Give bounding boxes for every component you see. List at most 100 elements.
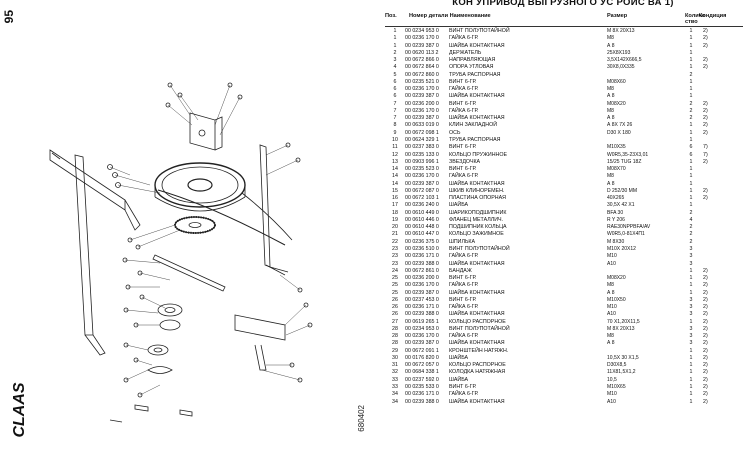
cell-pos: 6 [393,93,397,100]
parts-table: 1 00 0234 953 0 ВИНТ ПОЛУПОТАЙНОЙ М 8Х 20Х1… [385,28,750,406]
cell-part-number: 00 0239 388 0 [405,398,439,405]
cell-size: М10 [607,253,617,260]
cell-part-number: 00 0236 171 0 [405,253,439,260]
cell-part-number: 00 0672 866 0 [405,57,439,64]
cell-name: ШАЙБА КОНТАКТНАЯ [449,311,505,318]
cell-condition: 2) [703,369,708,376]
cell-pos: 27 [392,318,398,325]
cell-quantity: 1 [689,129,693,136]
cell-size: W0R5,35-23Х3,01 [607,151,649,158]
cell-pos: 1 [393,42,397,49]
cell-size: М 8Х 20Х13 [607,325,635,332]
cell-quantity: 3 [689,340,693,347]
cell-quantity: 1 [689,369,693,376]
cell-quantity: 1 [689,136,693,143]
cell-size: М10Х65 [607,384,626,391]
cell-pos: 14 [392,166,398,173]
cell-part-number: 00 0234 953 0 [405,28,439,34]
cell-size: М10 [607,391,617,398]
cell-name: ГАЙКА 6-ГР. [449,107,479,114]
cell-size: М 8Х30 [607,238,625,245]
cell-condition: 2) [703,384,708,391]
cell-part-number: 00 0236 170 0 [405,282,439,289]
cell-name: ГАЙКА 6-ГР. [449,391,479,398]
cell-pos: 29 [392,347,398,354]
cell-pos: 15 [392,187,398,194]
cell-name: ГАЙКА 6-ГР. [449,253,479,260]
cell-name: ВИНТ 6-ГР. [449,384,477,391]
cell-quantity: 1 [689,384,693,391]
cell-name: ШАЙБА КОНТАКТНАЯ [449,289,505,296]
cell-pos: 34 [392,391,398,398]
cell-quantity: 2 [689,71,693,78]
cell-name: ПОДШИПНИК КОЛЬЦА [449,224,507,231]
cell-size: А10 [607,311,616,318]
cell-name: НАПРАВЛЯЮЩАЯ [449,57,496,64]
cell-pos: 23 [392,260,398,267]
cell-name: КОЛОДКА НАТЯЖНАЯ [449,369,506,376]
cell-quantity: 1 [689,28,693,34]
cell-quantity: 6 [689,151,693,158]
cell-name: ШАЙБА КОНТАКТНАЯ [449,115,505,122]
cell-pos: 21 [392,231,398,238]
cell-name: ТРУБА РАСПОРНАЯ [449,136,501,143]
cell-size: D30 Х 180 [607,129,631,136]
cell-name: ШАЙБА КОНТАКТНАЯ [449,93,505,100]
cell-size: М08Х20 [607,275,626,282]
cell-size: R Y 206 [607,216,625,223]
cell-pos: 2 [393,49,397,56]
cell-condition: 2) [703,398,708,405]
cell-size: М10Х35 [607,144,626,151]
cell-name: ШАЙБА КОНТАКТНАЯ [449,180,505,187]
cell-name: ВИНТ ПОЛУПОТАЙНОЙ [449,28,510,34]
cell-pos: 17 [392,202,398,209]
cell-part-number: 00 0239 388 0 [405,311,439,318]
cell-quantity: 2 [689,238,693,245]
cell-pos: 24 [392,267,398,274]
cell-condition: 2) [703,35,708,42]
cell-quantity: 6 [689,144,693,151]
cell-name: ВИНТ 6-ГР. [449,78,477,85]
cell-quantity: 2 [689,115,693,122]
cell-size: 30Х8,0Х335 [607,64,635,71]
cell-quantity: 1 [689,173,693,180]
cell-size: М 8Х 20Х13 [607,28,635,34]
cell-part-number: 00 0239 387 0 [405,180,439,187]
cell-condition: 2) [703,347,708,354]
cell-part-number: 00 0672 087 0 [405,187,439,194]
cell-condition: 2) [703,289,708,296]
cell-condition: 2) [703,354,708,361]
cell-part-number: 00 0610 448 0 [405,224,439,231]
cell-part-number: 00 0620 113 2 [405,49,439,56]
cell-part-number: 00 0903 996 1 [405,158,439,165]
cell-pos: 18 [392,209,398,216]
cell-quantity: 1 [689,187,693,194]
cell-quantity: 1 [689,347,693,354]
pulley [154,162,246,212]
cell-pos: 19 [392,216,398,223]
cell-size: 40Х265 [607,195,625,202]
cell-size: 70 Х1,20Х11,5 [607,318,640,325]
cell-name: ШАЙБА КОНТАКТНАЯ [449,42,505,49]
cell-part-number: 00 0236 240 0 [405,202,439,209]
cell-part-number: 00 0672 861 0 [405,267,439,274]
cell-quantity: 1 [689,267,693,274]
cell-pos: 3 [393,57,397,64]
cell-quantity: 1 [689,122,693,129]
cell-pos: 26 [392,304,398,311]
